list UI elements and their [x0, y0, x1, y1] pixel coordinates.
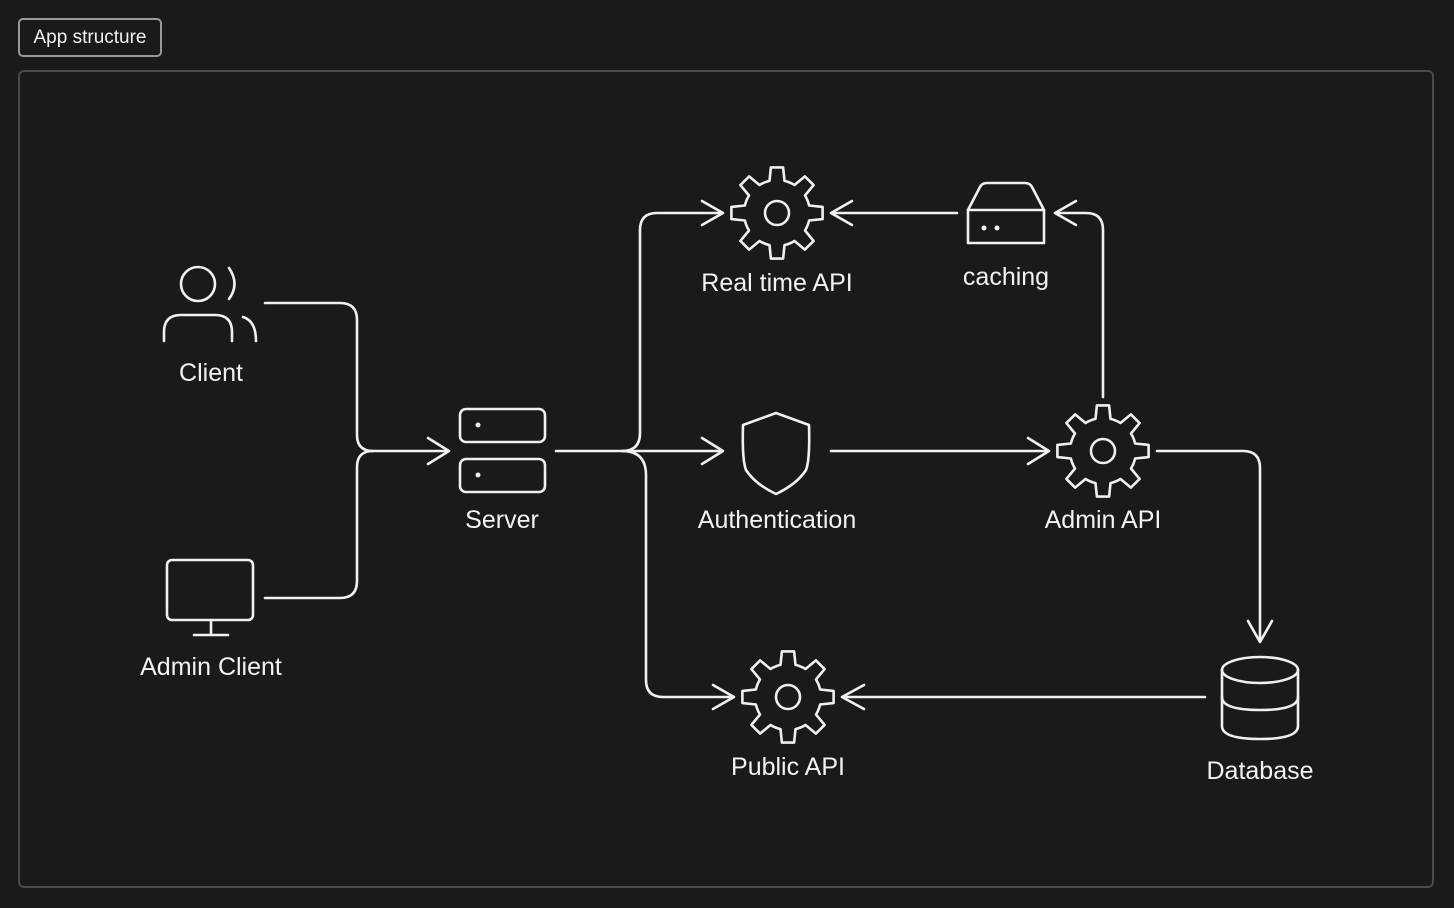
arrowhead-auth [700, 436, 725, 466]
edge-client-server [263, 301, 450, 453]
hard-drive-icon[interactable] [966, 181, 1046, 245]
database-icon[interactable] [1220, 655, 1300, 741]
monitor-icon[interactable] [165, 558, 255, 637]
server-label: Server [465, 506, 539, 534]
database-label: Database [1206, 757, 1314, 785]
gear-outline [730, 166, 824, 260]
admin-client-label: Admin Client [140, 653, 282, 681]
gear-icon[interactable] [741, 650, 835, 744]
arrowhead-caching [1053, 199, 1078, 227]
arrowhead-admin [1026, 436, 1051, 466]
client-label: Client [179, 359, 243, 387]
arrowhead-public-right [840, 683, 866, 711]
gear-hub [763, 199, 791, 227]
gear-icon[interactable] [730, 166, 824, 260]
shield-icon[interactable] [741, 411, 811, 496]
authentication-label: Authentication [697, 506, 857, 534]
gear-hub [774, 683, 802, 711]
server-icon[interactable] [458, 407, 547, 494]
admin-api-label: Admin API [1044, 506, 1162, 534]
edge-admin-caching [1055, 211, 1105, 399]
arrowhead-public-left [711, 683, 736, 711]
realtime-api-label: Real time API [701, 269, 853, 297]
arrowhead-server [426, 436, 451, 466]
users-icon[interactable] [162, 265, 258, 343]
edge-server-public [620, 449, 735, 699]
gear-outline [741, 650, 835, 744]
edge-adminclient-server [263, 449, 375, 600]
gear-outline [1056, 404, 1150, 498]
gear-hub [1089, 437, 1117, 465]
arrowhead-database [1246, 619, 1274, 644]
gear-icon[interactable] [1056, 404, 1150, 498]
connectors [263, 199, 1274, 711]
frame-label[interactable]: App structure [18, 18, 162, 57]
caching-label: caching [962, 263, 1050, 291]
public-api-label: Public API [731, 753, 845, 781]
arrowhead-realtime-left [700, 199, 725, 227]
arrowhead-realtime-right [829, 199, 854, 227]
edge-server-realtime [554, 211, 724, 453]
diagram-frame [18, 70, 1434, 888]
edge-admin-database [1155, 449, 1262, 642]
